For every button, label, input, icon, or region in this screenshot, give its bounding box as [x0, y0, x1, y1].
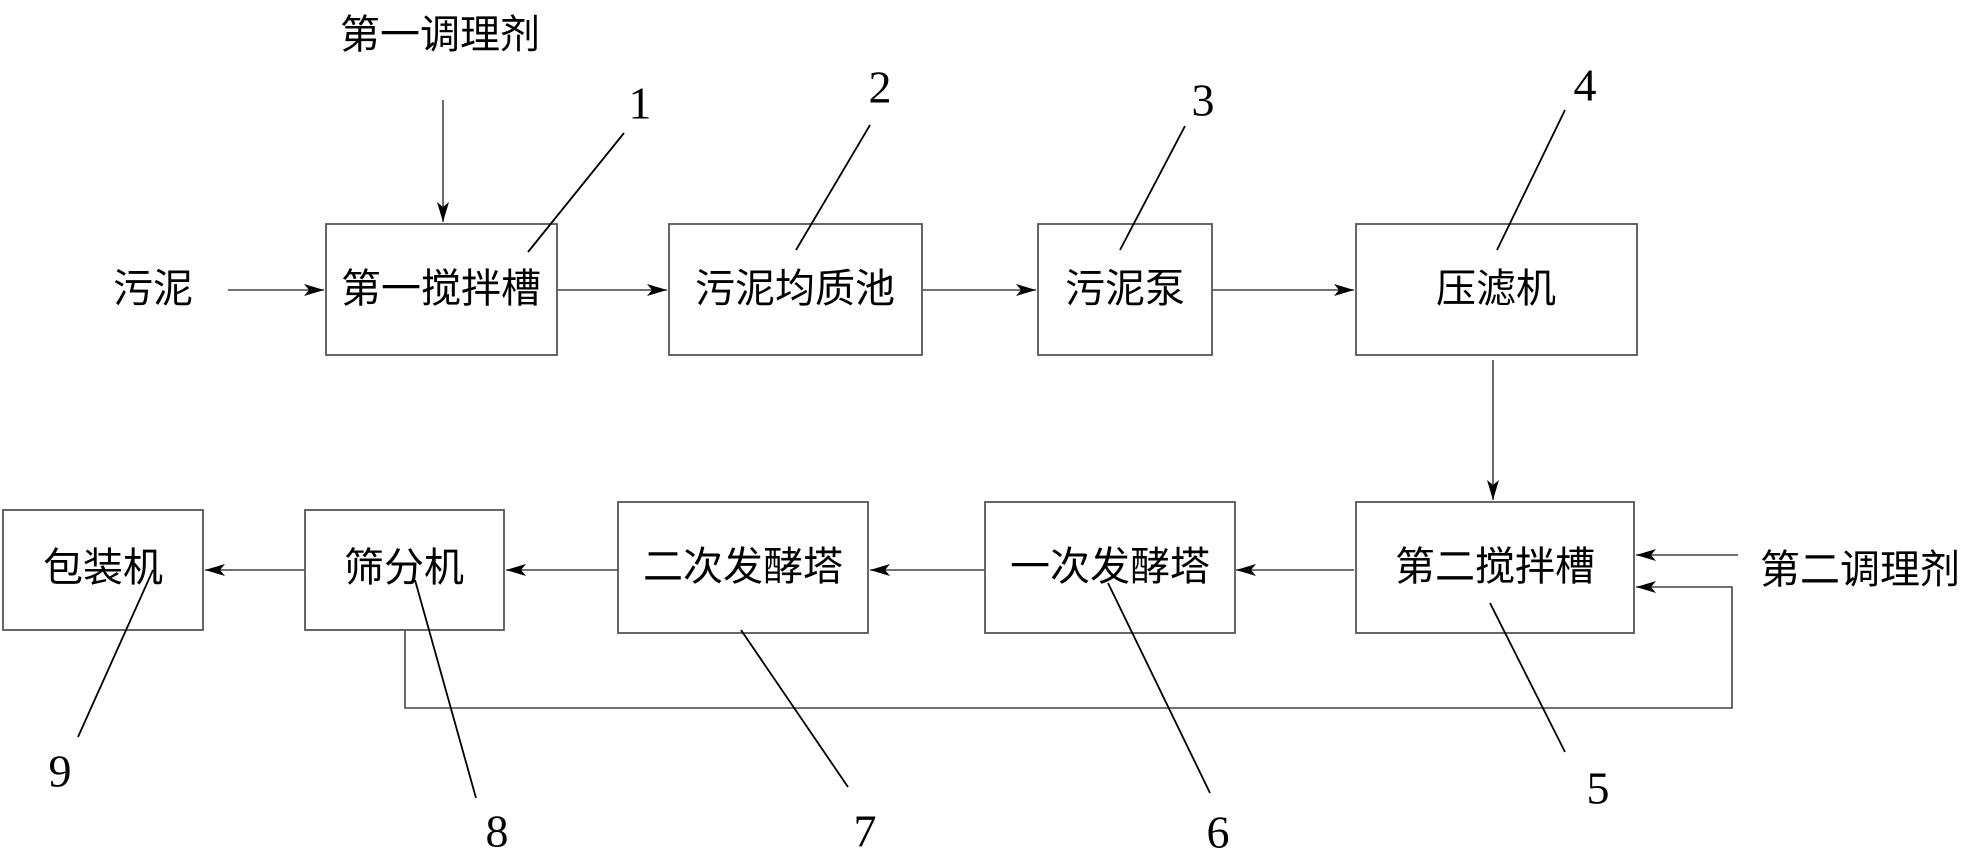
leader-5	[1489, 602, 1566, 753]
node-ferment1: 一次发酵塔	[984, 501, 1236, 634]
leader-7	[740, 629, 849, 788]
flow-connectors	[205, 100, 1738, 709]
ref-number-2: 2	[869, 62, 892, 113]
node-filterpress-label: 压滤机	[1436, 266, 1556, 312]
node-ferment1-box	[984, 501, 1236, 634]
ref-number-3: 3	[1192, 75, 1215, 126]
node-stir1: 第一搅拌槽	[325, 223, 558, 356]
leader-1	[527, 132, 625, 253]
leader-lines	[77, 109, 1566, 799]
node-pump: 污泥泵	[1037, 223, 1213, 356]
ref-number-4: 4	[1574, 60, 1597, 111]
leader-9	[77, 569, 154, 738]
node-packer-box	[2, 509, 204, 631]
node-screen-box	[304, 509, 505, 631]
node-screen-label: 筛分机	[344, 545, 464, 591]
node-stir1-label: 第一搅拌槽	[341, 266, 541, 312]
input-conditioner1-label: 第一调理剂	[340, 12, 540, 58]
node-pump-box	[1037, 223, 1213, 356]
leader-8	[414, 579, 477, 799]
ref-number-1: 1	[629, 78, 652, 129]
input-conditioner2-label: 第二调理剂	[1760, 547, 1960, 593]
ref-number-6: 6	[1207, 807, 1230, 858]
leader-6	[1107, 582, 1211, 794]
node-filterpress-box	[1355, 223, 1638, 356]
node-homogenize-box	[668, 223, 923, 356]
ref-number-8: 8	[486, 806, 509, 857]
node-homogenize-label: 污泥均质池	[695, 266, 895, 312]
ref-number-5: 5	[1587, 763, 1610, 814]
node-pump-label: 污泥泵	[1065, 266, 1185, 312]
node-stir2-label: 第二搅拌槽	[1395, 544, 1595, 590]
node-ferment2-label: 二次发酵塔	[643, 544, 843, 590]
node-ferment1-label: 一次发酵塔	[1010, 544, 1210, 590]
node-screen: 筛分机	[304, 509, 505, 631]
input-sludge-label: 污泥	[113, 266, 193, 312]
leader-3	[1119, 125, 1186, 251]
leader-4	[1496, 109, 1566, 251]
node-packer-label: 包装机	[43, 545, 163, 591]
node-ferment2: 二次发酵塔	[617, 501, 869, 634]
ref-number-7: 7	[854, 806, 877, 857]
edge-screen-return-to-stir2	[404, 581, 1733, 709]
node-ferment2-box	[617, 501, 869, 634]
node-homogenize: 污泥均质池	[668, 223, 923, 356]
ref-number-9: 9	[49, 746, 72, 797]
node-packer: 包装机	[2, 509, 204, 631]
leader-2	[795, 124, 871, 251]
node-stir1-box	[325, 223, 558, 356]
node-filterpress: 压滤机	[1355, 223, 1638, 356]
